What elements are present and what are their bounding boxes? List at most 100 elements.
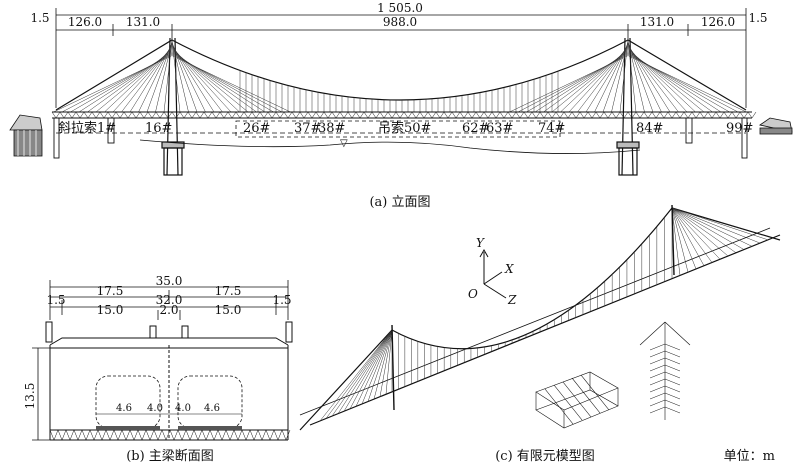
section-truss-diagonal	[261, 429, 267, 441]
truss-diagonal	[547, 111, 553, 119]
truss-diagonal	[79, 111, 85, 119]
section-truss-diagonal	[113, 429, 119, 441]
fan-line	[664, 385, 681, 393]
stay-cable	[627, 55, 747, 113]
truss-diagonal	[279, 111, 285, 119]
truss-diagonal	[95, 111, 101, 119]
section-truss-diagonal	[129, 429, 135, 441]
truss-diagonal	[719, 111, 725, 119]
truss-diagonal	[699, 111, 705, 119]
truss-diagonal	[231, 111, 237, 119]
truss-diagonal	[471, 111, 477, 119]
sec-dim-median: 2.0	[159, 303, 178, 317]
section-truss-diagonal	[173, 429, 179, 441]
truss-diagonal	[411, 111, 417, 119]
fan-line	[664, 399, 681, 407]
truss-diagonal	[555, 111, 561, 119]
truss-diagonal	[563, 111, 569, 119]
section-truss-diagonal	[149, 429, 155, 441]
section-truss-diagonal	[153, 429, 159, 441]
truss-diagonal	[211, 111, 217, 119]
truss-diagonal	[75, 111, 81, 119]
truss-diagonal	[243, 111, 249, 119]
fem-main-cable	[299, 207, 781, 431]
section-truss-diagonal	[61, 429, 67, 441]
section-truss-diagonal	[205, 429, 211, 441]
section-truss-web	[49, 429, 291, 441]
section-truss-diagonal	[269, 429, 275, 441]
axis-z-label: Z	[507, 293, 517, 307]
section-truss-diagonal	[201, 429, 207, 441]
truss-diagonal	[187, 111, 193, 119]
fem-tower-fan	[649, 343, 681, 414]
truss-diagonal	[399, 111, 405, 119]
truss-diagonal	[283, 111, 289, 119]
truss-diagonal	[395, 111, 401, 119]
label-cable-38: 38#	[318, 121, 345, 136]
fem-stay	[671, 207, 697, 270]
truss-diagonal	[603, 111, 609, 119]
section-truss-diagonal	[241, 429, 247, 441]
section-truss-diagonal	[265, 429, 271, 441]
truss-diagonal	[679, 111, 685, 119]
fem-truss-detail	[535, 371, 619, 429]
truss-diagonal	[523, 111, 529, 119]
coordinate-axes	[479, 248, 507, 299]
truss-diagonal	[675, 111, 681, 119]
truss-diagonal	[727, 111, 733, 119]
truss-diagonal	[587, 111, 593, 119]
truss-diagonal	[383, 111, 389, 119]
label-stay-cable-1: 斜拉索1#	[58, 121, 116, 136]
label-hanger-50: 吊索50#	[378, 121, 431, 136]
section-truss-diagonal	[133, 429, 139, 441]
section-truss-diagonal	[181, 429, 187, 441]
truss-diagonal	[635, 111, 641, 119]
truss-diagonal	[519, 111, 525, 119]
label-cable-16: 16#	[145, 121, 172, 136]
fem-tower-detail	[639, 321, 691, 420]
fem-stay	[325, 329, 393, 419]
track-right	[178, 426, 242, 430]
truss-diagonal	[579, 111, 585, 119]
hangers	[239, 70, 559, 112]
fan-line	[664, 406, 681, 414]
fem-stay	[671, 207, 713, 263]
truss-diagonal	[475, 111, 481, 119]
fem-tower-left	[391, 324, 395, 411]
fan-line	[649, 378, 666, 386]
anchorage-right	[759, 117, 793, 135]
sec-dim-b4: 4.6	[204, 403, 220, 414]
section-truss-diagonal	[185, 429, 191, 441]
truss-diagonal	[151, 111, 157, 119]
truss-diagonal	[447, 111, 453, 119]
truss-diagonal	[227, 111, 233, 119]
fan-line	[649, 364, 666, 372]
truss-diagonal	[539, 111, 545, 119]
sec-dim-b1: 4.6	[116, 403, 132, 414]
dim-right-edge: 1.5	[748, 11, 767, 25]
section-truss-diagonal	[65, 429, 71, 441]
fem-stay	[671, 207, 745, 250]
fan-line	[649, 406, 666, 414]
truss-diagonal	[267, 111, 273, 119]
dimension-lines-top	[55, 8, 747, 108]
truss-diagonal	[639, 111, 645, 119]
truss-diagonal	[595, 111, 601, 119]
fem-stay	[343, 329, 393, 412]
dim-back-left: 131.0	[126, 15, 160, 29]
truss-diagonal	[379, 111, 385, 119]
section-truss-diagonal	[121, 429, 127, 441]
label-cable-63: 63#	[486, 121, 513, 136]
truss-diagonal	[159, 111, 165, 119]
sec-dim-edge-left: 1.5	[46, 293, 65, 307]
truss-diagonal	[179, 111, 185, 119]
truss-diagonal	[659, 111, 665, 119]
truss-diagonal	[431, 111, 437, 119]
caption-fem: (c) 有限元模型图	[495, 449, 595, 464]
section-truss-diagonal	[197, 429, 203, 441]
section-truss-diagonal	[97, 429, 103, 441]
fem-stay-cables	[319, 207, 769, 422]
truss-diagonal	[559, 111, 565, 119]
truss-diagonal	[327, 111, 333, 119]
truss-diagonal	[91, 111, 97, 119]
